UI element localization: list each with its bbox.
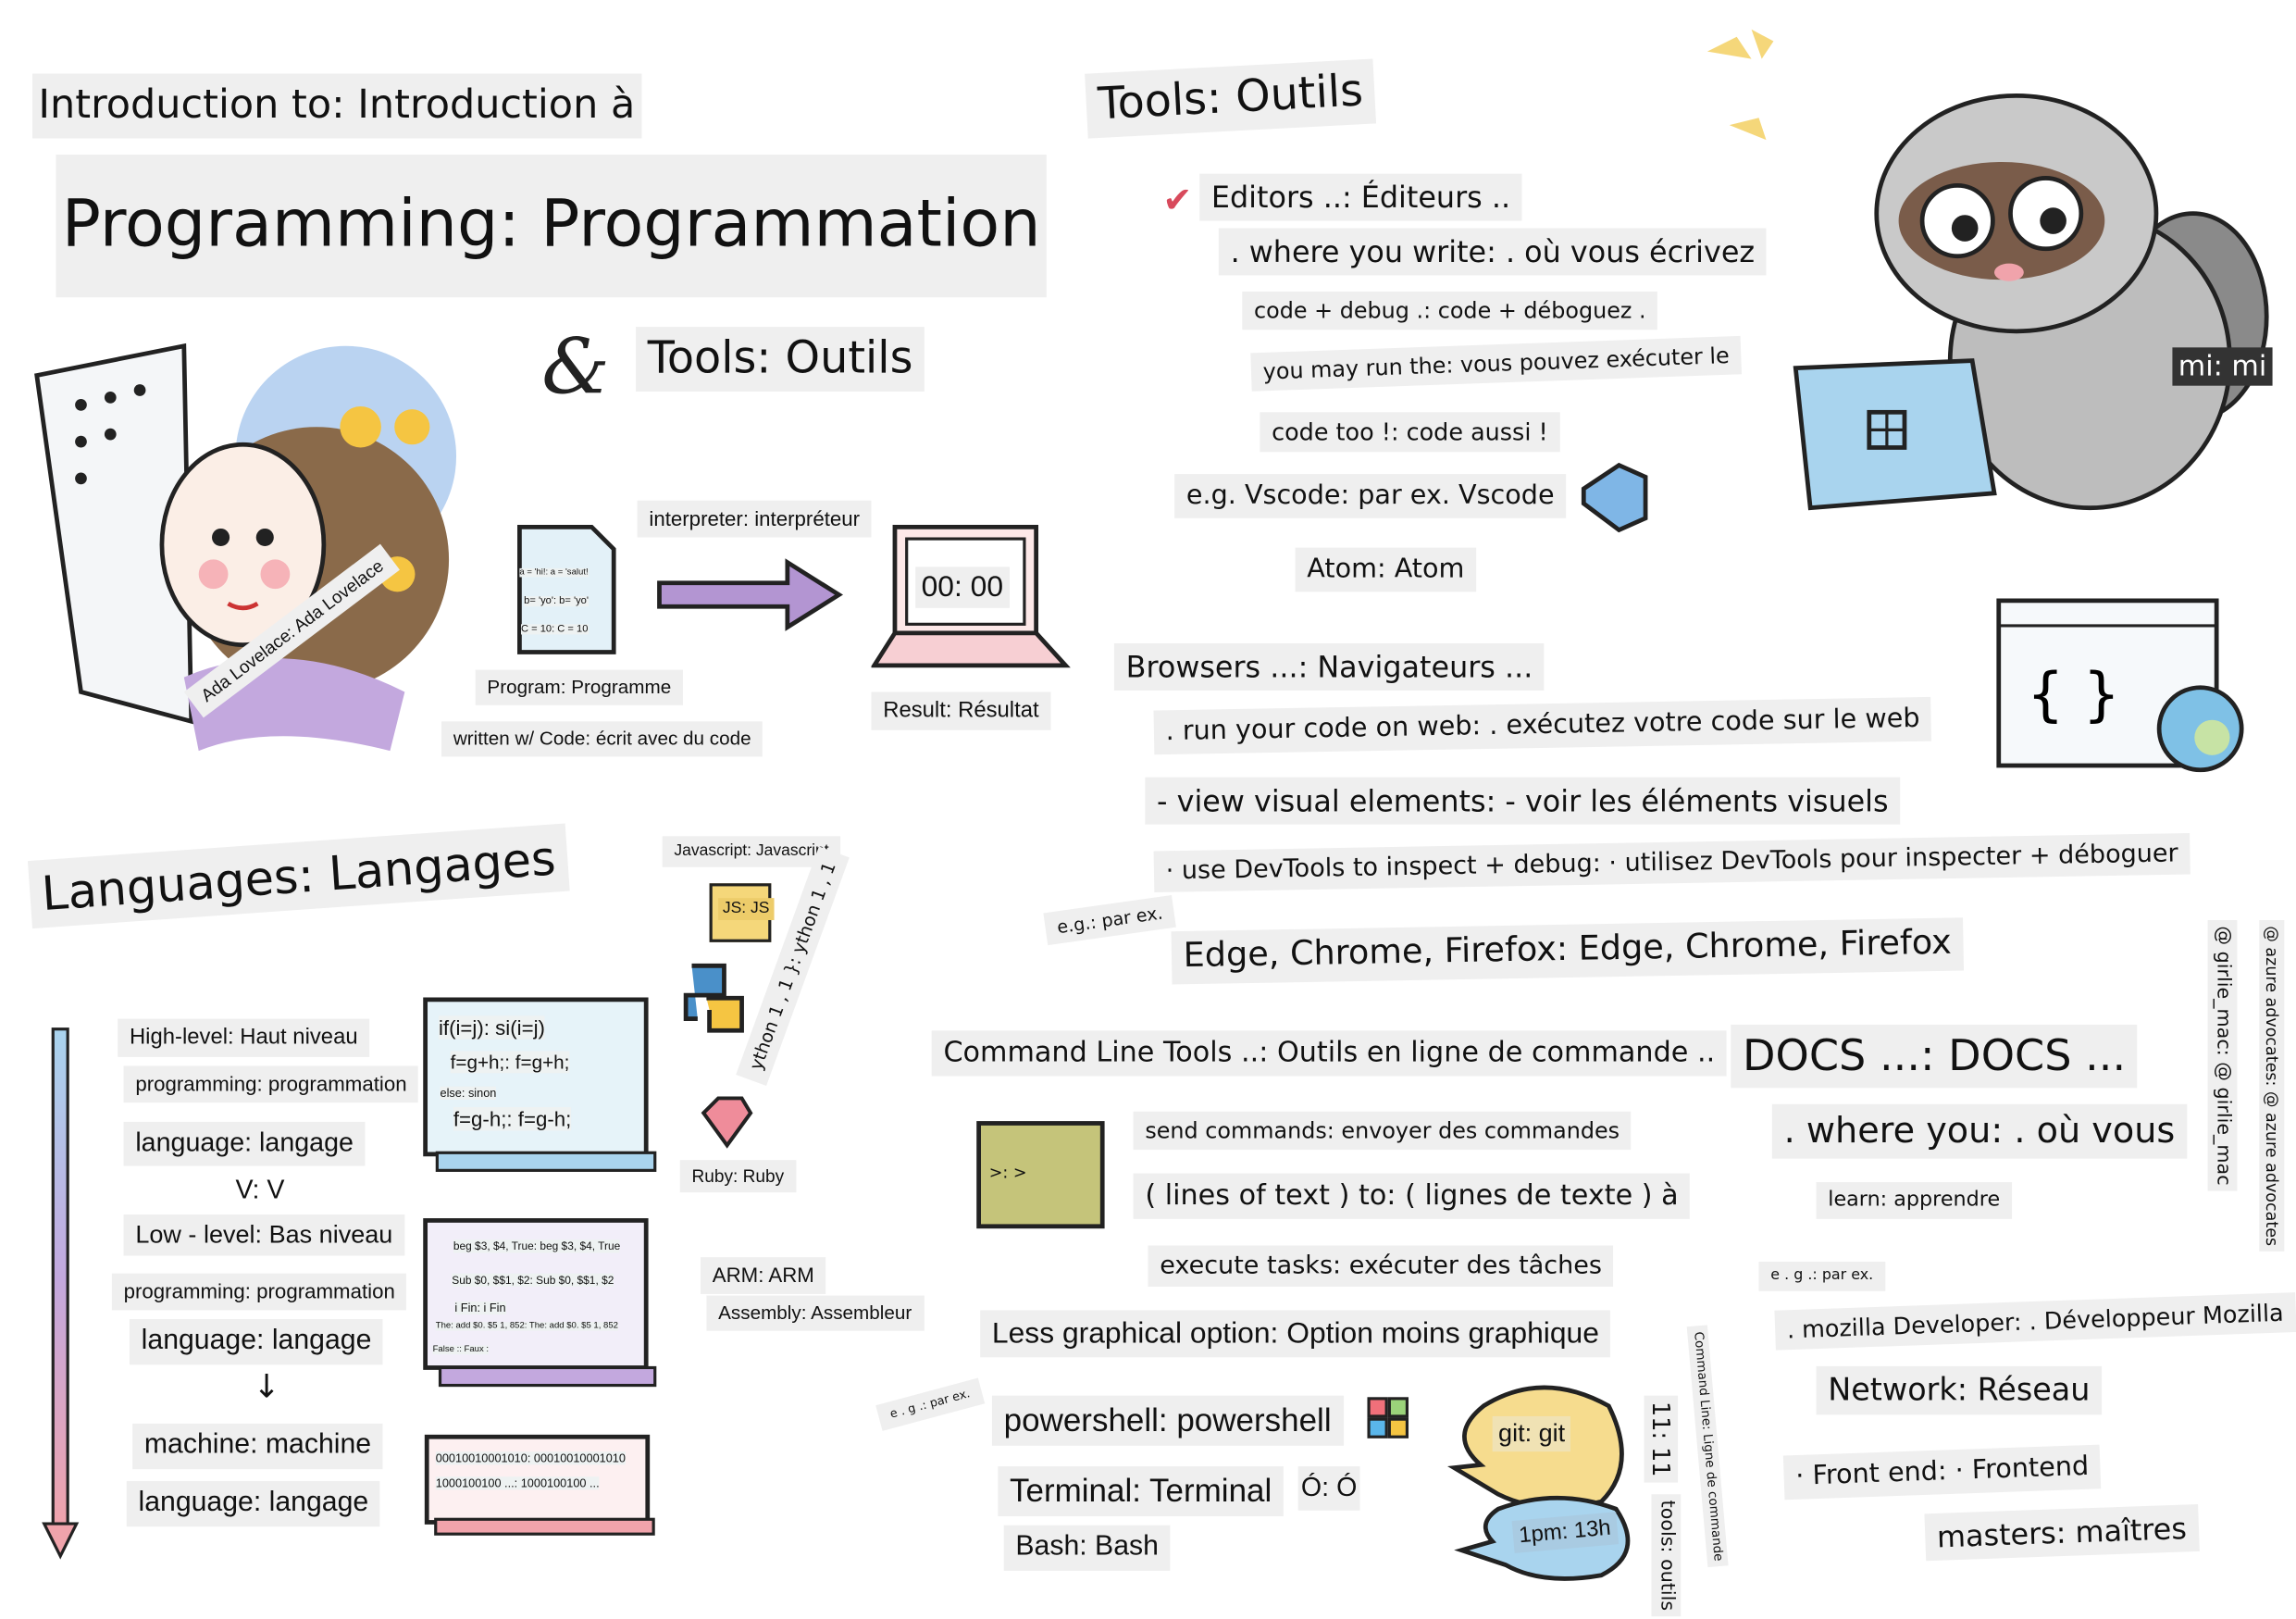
cli-line: execute tasks: exécuter des tâches [1148,1245,1614,1288]
vscode-example: e.g. Vscode: par ex. Vscode [1174,474,1567,518]
powershell-label: powershell: powershell [991,1395,1344,1447]
code-line: f=g-h;: f=g-h; [453,1106,572,1131]
python-label: ython 1 , 1 }: ython 1 , 1 [736,846,850,1087]
checkmark-icon: ✔ [1162,180,1193,221]
languages-heading: Languages: Langages [27,823,570,929]
code-line: b= 'yo': b= 'yo' [524,596,589,607]
less-graphical-label: Less graphical option: Option moins grap… [980,1310,1611,1358]
level-item: language: langage [129,1318,384,1364]
level-item: language: langage [126,1480,380,1526]
terminal-label: Terminal: Terminal [998,1466,1285,1517]
browsers-line: . run your code on web: . exécutez votre… [1153,696,1932,754]
docs-where: . where you: . où vous [1771,1103,2188,1159]
js-badge: JS: JS [718,898,775,921]
code-line: if(i=j): si(i=j) [438,1015,545,1040]
arrow-down-icon: ↓ [253,1369,280,1406]
docs-network: Network: Réseau [1816,1365,2103,1415]
git-label: git: git [1492,1415,1571,1452]
code-line: 1000100100 ...: 1000100100 ... [435,1476,600,1490]
command-line-vertical: Command Line: Ligne de commande [1686,1325,1729,1568]
browsers-eg: e.g.: par ex. [1043,894,1177,946]
docs-learn: learn: apprendre [1816,1182,2012,1219]
ada-lovelace-portrait [34,342,457,752]
code-line: C = 10: C = 10 [521,624,589,635]
title-tools: Tools: Outils [636,327,925,392]
level-item: programming: programmation [123,1065,419,1102]
level-item: Low - level: Bas niveau [123,1214,405,1257]
docs-eg: e . g .: par ex. [1758,1261,1885,1291]
tools-heading: Tools: Outils [1085,58,1377,139]
tools-outils-vertical: tools: outils [1652,1494,1682,1617]
editors-line: . where you write: . où vous écrivez [1218,228,1767,276]
level-item: language: langage [123,1121,366,1165]
editors-title: Editors ..: Éditeurs .. [1199,173,1522,221]
screen-time: 00: 00 [915,567,1010,608]
credit-azure-advocates: @ azure advocates: @ azure advocates [2258,920,2285,1252]
svg-text:{ }: { } [2027,660,2120,729]
windows-logo [1367,1397,1409,1438]
browsers-examples: Edge, Chrome, Firefox: Edge, Chrome, Fir… [1171,917,1964,984]
atom-example: Atom: Atom [1295,547,1477,592]
credit-girlie-mac: @ girlie_mac: @ girlie_mac [2208,920,2238,1191]
arm-label: ARM: ARM [701,1257,826,1294]
level-item: High-level: Haut niveau [118,1018,370,1057]
code-line: False :: Faux : [432,1345,490,1355]
ruby-logo [701,1096,753,1149]
high-to-low-arrow [42,1027,80,1560]
browsers-line: - view visual elements: - voir les éléme… [1145,777,1901,825]
browsers-title: Browsers ...: Navigateurs ... [1113,643,1545,691]
written-label: written w/ Code: écrit avec du code [441,721,763,756]
cli-eg: e . g .: par ex. [875,1377,985,1431]
editors-line: you may run the: vous pouvez exécuter le [1250,335,1743,392]
python-logo [683,963,744,1033]
title-line1: Introduction to: Introduction à [31,73,641,140]
bash-label: Bash: Bash [1003,1525,1171,1571]
docs-frontend: · Front end: · Frontend [1782,1444,2102,1500]
docs-title: DOCS ...: DOCS ... [1731,1024,2138,1088]
docs-mozilla: . mozilla Developer: . Développeur Mozil… [1774,1292,2296,1351]
code-line: beg $3, $4, True: beg $3, $4, True [453,1239,621,1253]
terminal-prompt: >: > [988,1163,1027,1183]
code-line: else: sinon [440,1086,497,1101]
code-line: The: add $0. $5 1, 852: The: add $0. $5 … [435,1322,618,1331]
browser-window-icon: { } [1996,598,2244,773]
terminal-icon-label: Ó: Ó [1297,1466,1360,1511]
ruby-label: Ruby: Ruby [679,1160,796,1193]
level-item: machine: machine [132,1423,383,1469]
editors-line: code + debug .: code + déboguez . [1242,291,1658,330]
editors-line: code too !: code aussi ! [1260,412,1560,453]
time-11-label: 11: 11 [1644,1395,1679,1483]
javascript-label: Javascript: Javascript [662,836,841,868]
arrow-right-icon [657,558,844,631]
code-line: f=g+h;: f=g+h; [450,1051,570,1074]
result-label: Result: Résultat [871,691,1051,730]
level-item: V: V [235,1175,285,1204]
docs-masters: masters: maîtres [1924,1504,2200,1562]
program-label: Program: Programme [475,669,683,705]
cli-line: ( lines of text ) to: ( lignes de texte … [1133,1173,1691,1219]
title-line2: Programming: Programmation [56,154,1047,297]
mascot-label: mi: mi [2172,347,2273,386]
interpreter-label: interpreter: interpréteur [637,500,872,538]
code-line: i Fin: i Fin [454,1301,506,1315]
vscode-logo [1581,462,1648,533]
raccoon-mascot [1706,29,2269,511]
code-line: a = 'hi!: a = 'salut! [519,567,589,578]
code-line: 00010010001010: 00010010001010 [435,1451,626,1465]
document-icon [517,524,616,654]
level-item: programming: programmation [111,1273,407,1311]
cli-title: Command Line Tools ..: Outils en ligne d… [931,1030,1727,1077]
terminal-window-icon [976,1121,1105,1229]
assembly-label: Assembly: Assembleur [706,1295,924,1331]
browsers-line: · use DevTools to inspect + debug: · uti… [1153,832,2191,893]
speech-bubbles-icon [1447,1385,1631,1581]
code-line: Sub $0, $$1, $2: Sub $0, $$1, $2 [452,1273,614,1288]
ampersand-icon: & [541,323,610,413]
cli-line: send commands: envoyer des commandes [1133,1111,1632,1151]
